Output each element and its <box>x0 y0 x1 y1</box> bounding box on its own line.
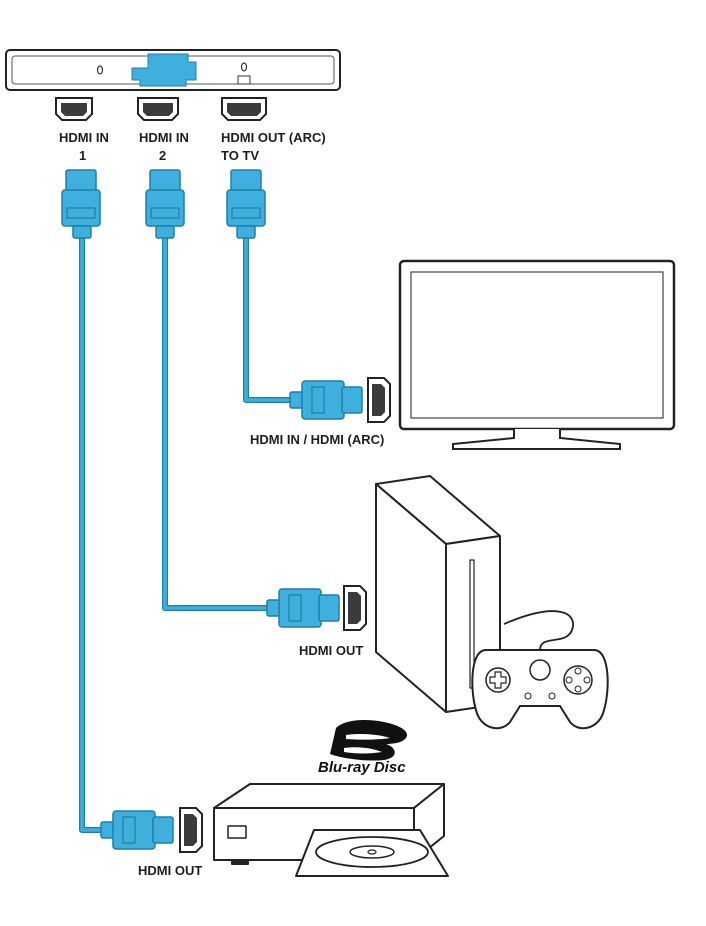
label-tv-port: HDMI IN / HDMI (ARC) <box>250 432 384 447</box>
label-to-tv: TO TV <box>221 148 259 163</box>
cable-wires <box>79 233 296 833</box>
bluray-logo-icon: Blu-ray Disc <box>318 720 408 776</box>
tv-icon <box>398 259 676 450</box>
soundbar-icon <box>5 49 341 91</box>
game-console-icon <box>375 475 501 713</box>
controller-cord <box>503 610 574 651</box>
hdmi-plug-1-top <box>61 169 101 239</box>
hdmi-plug-bluray <box>100 810 174 850</box>
hdmi-port-in-1 <box>55 97 93 121</box>
soundbar-highlight <box>131 53 197 87</box>
hdmi-port-bluray <box>179 807 203 853</box>
label-console-port: HDMI OUT <box>299 643 363 658</box>
hdmi-plug-tv <box>289 380 363 420</box>
bluray-player-icon <box>213 783 449 877</box>
hdmi-plug-console <box>266 588 340 628</box>
label-bluray-port: HDMI OUT <box>138 863 202 878</box>
label-hdmi-in-2: HDMI IN <box>139 130 189 145</box>
hdmi-port-tv <box>367 377 391 423</box>
hdmi-port-console <box>343 585 367 631</box>
label-hdmi-in-1: HDMI IN <box>59 130 109 145</box>
hdmi-port-out-arc <box>221 97 267 121</box>
hdmi-plug-3-top <box>226 169 266 239</box>
hdmi-plug-2-top <box>145 169 185 239</box>
hdmi-port-in-2 <box>137 97 179 121</box>
label-hdmi-in-1-number: 1 <box>79 148 86 163</box>
label-hdmi-out-arc: HDMI OUT (ARC) <box>221 130 326 145</box>
bluray-logo-text: Blu-ray Disc <box>318 759 406 776</box>
label-hdmi-in-2-number: 2 <box>159 148 166 163</box>
gamepad-icon <box>471 649 609 730</box>
